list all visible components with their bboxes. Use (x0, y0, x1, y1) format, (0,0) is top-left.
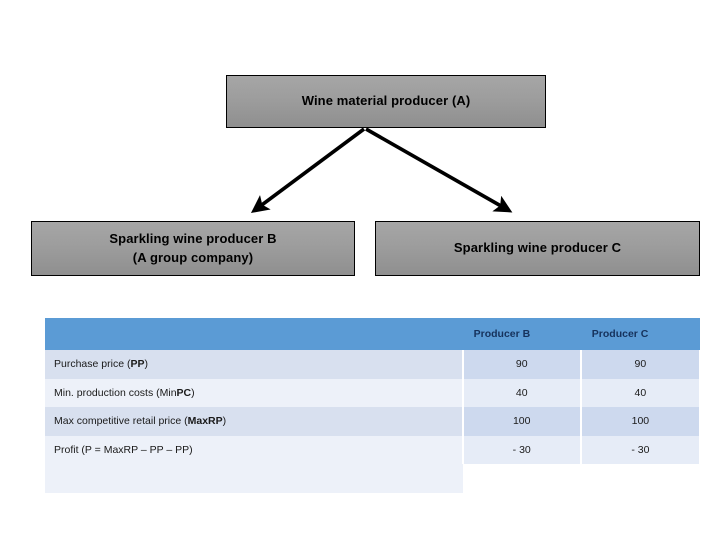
table-row: Min. production costs (MinPC) 40 40 (45, 378, 700, 408)
cell-producer-b: 90 (461, 350, 581, 379)
filler-cell-c (580, 464, 699, 493)
arrow-a-to-c (365, 127, 513, 213)
process-box-sparkling-wine-producer-b[interactable]: Sparkling wine producer B (A group compa… (31, 221, 355, 276)
process-box-wine-material-producer-a[interactable]: Wine material producer (A) (226, 75, 546, 128)
table-header-row: Producer B Producer C (45, 318, 700, 350)
cell-producer-b: - 30 (461, 435, 581, 464)
cell-producer-b: 40 (461, 378, 581, 407)
row-label-min-production-costs: Min. production costs (MinPC) (45, 378, 463, 407)
table-row: Purchase price (PP) 90 90 (45, 350, 700, 379)
process-box-label: Sparkling wine producer C (453, 240, 622, 256)
process-box-label: Sparkling wine producer B (A group compa… (109, 230, 277, 265)
comparison-table-wrapper: Producer B Producer C Purchase price (PP… (45, 318, 700, 493)
cell-producer-b: 100 (461, 407, 581, 436)
filler-cell-b (462, 464, 581, 493)
row-spacer (699, 464, 700, 493)
cell-producer-c: - 30 (579, 435, 699, 464)
table-head: Producer B Producer C (45, 318, 700, 350)
column-header-spacer (698, 318, 700, 350)
filler-cell-label (45, 464, 463, 493)
row-label-max-competitive-retail-price: Max competitive retail price (MaxRP) (45, 407, 463, 436)
process-box-label: Wine material producer (A) (301, 93, 471, 109)
row-label-purchase-price: Purchase price (PP) (45, 350, 463, 379)
table-body: Purchase price (PP) 90 90 Min. productio… (45, 350, 700, 493)
column-header-producer-b: Producer B (462, 318, 581, 350)
table-bottom-filler-row (45, 464, 700, 493)
column-header-label (45, 318, 463, 350)
arrow-a-to-b (250, 127, 366, 214)
cell-producer-c: 40 (579, 378, 699, 407)
producer-comparison-table: Producer B Producer C Purchase price (PP… (45, 318, 700, 493)
row-spacer (699, 350, 700, 379)
column-header-producer-c: Producer C (580, 318, 699, 350)
row-spacer (699, 436, 700, 465)
process-box-sparkling-wine-producer-c[interactable]: Sparkling wine producer C (375, 221, 700, 276)
row-spacer (699, 407, 700, 436)
cell-producer-c: 90 (579, 350, 699, 379)
table-row: Max competitive retail price (MaxRP) 100… (45, 407, 700, 436)
row-label-profit: Profit (P = MaxRP – PP – PP) (45, 435, 463, 464)
cell-producer-c: 100 (579, 407, 699, 436)
table-row: Profit (P = MaxRP – PP – PP) - 30 - 30 (45, 435, 700, 465)
row-spacer (699, 379, 700, 408)
